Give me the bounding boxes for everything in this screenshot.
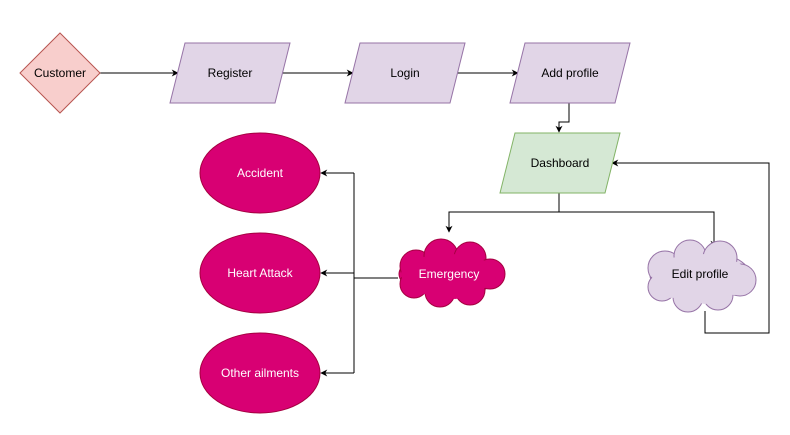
other-ailments-shape [199, 332, 321, 414]
heart-attack-label: Heart Attack [227, 266, 293, 280]
add-profile-shape [509, 42, 631, 104]
customer-shape [19, 32, 101, 114]
accident-shape [199, 132, 321, 214]
edge-editprofile-dashboard [611, 159, 770, 334]
register-shape [169, 42, 291, 104]
node-heart-attack: Heart Attack [199, 232, 321, 314]
node-login: Login [344, 42, 466, 104]
emergency-label: Emergency [419, 267, 480, 281]
login-label: Login [390, 66, 419, 80]
dashboard-shape [499, 132, 621, 194]
node-dashboard: Dashboard [499, 132, 621, 194]
customer-label: Customer [34, 66, 86, 80]
add-profile-label: Add profile [541, 66, 599, 80]
register-label: Register [208, 66, 253, 80]
edges [100, 69, 770, 377]
node-emergency: Emergency [398, 238, 506, 308]
accident-label: Accident [237, 166, 284, 180]
heart-attack-shape [199, 232, 321, 314]
edit-profile-label: Edit profile [672, 267, 729, 281]
dashboard-label: Dashboard [531, 156, 590, 170]
node-accident: Accident [199, 132, 321, 214]
edge-dashboard-emergency [445, 193, 560, 233]
other-ailments-label: Other ailments [221, 366, 299, 380]
edge-addprofile-dashboard [555, 103, 570, 133]
node-customer: Customer [19, 32, 101, 114]
login-shape [344, 42, 466, 104]
node-edit-profile: Edit profile [647, 239, 757, 313]
edge-dashboard-editprofile [559, 211, 718, 248]
node-add-profile: Add profile [509, 42, 631, 104]
node-other-ailments: Other ailments [199, 332, 321, 414]
node-register: Register [169, 42, 291, 104]
